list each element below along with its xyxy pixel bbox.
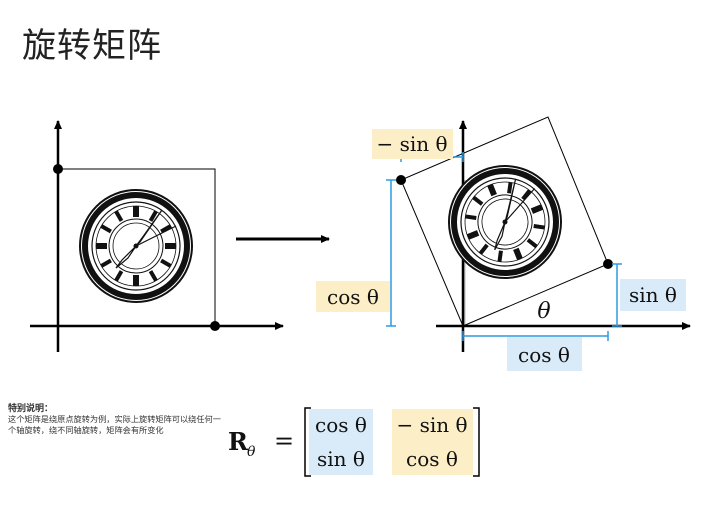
sin-right-highlight — [620, 279, 686, 311]
note-title: 特别说明： — [8, 404, 54, 414]
special-note: 特别说明： 这个矩阵是绕原点旋转为例，实际上旋转矩阵可以绕任何一个轴旋转，绕不同… — [8, 401, 228, 436]
left-diagram — [30, 120, 284, 352]
theta-label: θ — [537, 299, 550, 324]
matrix-col2-highlight — [392, 409, 473, 475]
right-point-right — [603, 259, 613, 269]
note-body: 这个矩阵是绕原点旋转为例，实际上旋转矩阵可以绕任何一个轴旋转，绕不同轴旋转，矩阵… — [8, 414, 221, 435]
left-point-right — [210, 321, 220, 331]
left-point-top — [53, 164, 63, 174]
left-square — [57, 168, 216, 327]
cos-bottom-label: cos θ — [518, 343, 570, 367]
right-bracket — [473, 407, 480, 477]
matrix-m11: cos θ — [315, 413, 367, 437]
matrix-m21: sin θ — [317, 447, 365, 471]
matrix-m12: − sin θ — [396, 413, 467, 437]
right-clock-icon — [432, 149, 578, 295]
page-title: 旋转矩阵 — [22, 26, 162, 66]
cos-left-label: cos θ — [327, 285, 379, 309]
matrix-m22: cos θ — [406, 447, 458, 471]
left-clock-icon — [80, 190, 192, 302]
right-diagram: − sin θ cos θ sin θ θ cos θ — [316, 116, 691, 371]
equals-sign: = — [274, 427, 294, 455]
right-point-top — [396, 175, 406, 185]
neg-sin-label: − sin θ — [376, 132, 447, 156]
rotation-matrix: R θ = cos θ − sin θ sin θ cos θ — [228, 407, 480, 477]
sin-right-label: sin θ — [629, 283, 677, 307]
rotated-square — [400, 116, 609, 327]
cos-left-highlight — [316, 281, 390, 312]
left-bracket — [304, 407, 311, 477]
matrix-subscript: θ — [247, 444, 256, 460]
cos-bottom-highlight — [507, 337, 582, 371]
neg-sin-highlight — [372, 129, 453, 159]
matrix-symbol: R — [228, 427, 249, 456]
matrix-col1-highlight — [309, 409, 373, 475]
